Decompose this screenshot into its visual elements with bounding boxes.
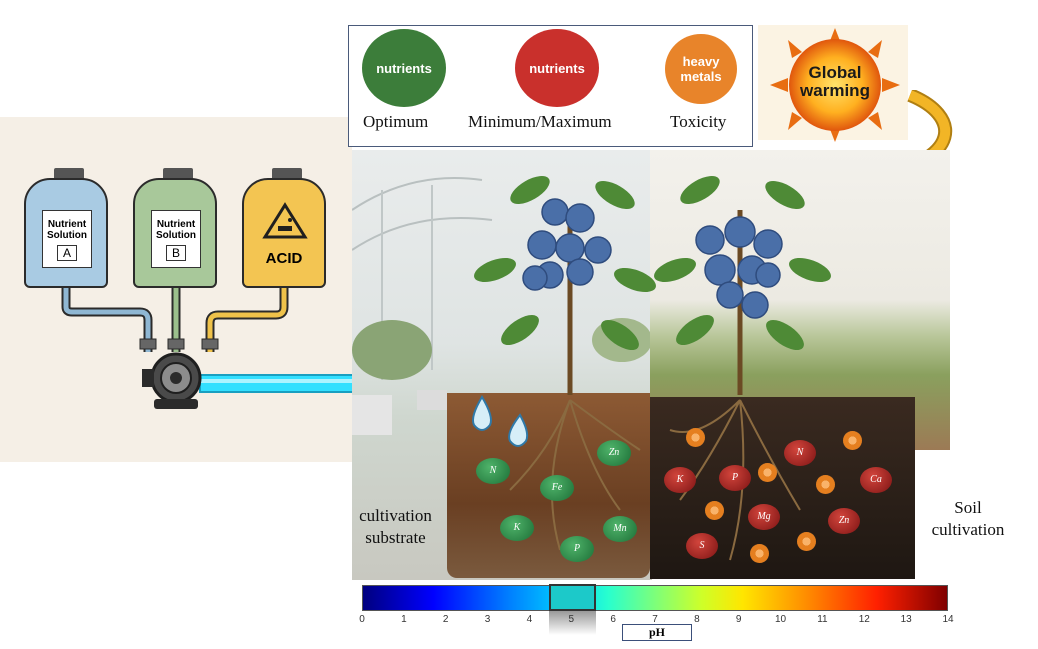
ph-tick-label: 9 bbox=[735, 614, 742, 625]
ph-highlight-shadow bbox=[549, 611, 596, 635]
ph-highlight bbox=[549, 584, 596, 611]
heavy-metal-particle bbox=[843, 431, 862, 450]
ph-tick-label: 11 bbox=[817, 614, 828, 625]
substrate-nutrient: Mn bbox=[603, 516, 637, 542]
ph-tick-label: 1 bbox=[401, 614, 407, 625]
ph-color-bar bbox=[362, 585, 948, 611]
heavy-metal-particle bbox=[705, 501, 724, 520]
tank-nutrient-b: Nutrient Solution B bbox=[131, 168, 226, 293]
soil-label: Soil cultivation bbox=[931, 498, 1005, 539]
water-drop-icon bbox=[472, 395, 529, 447]
tank-a-letter: A bbox=[57, 245, 77, 261]
soil-nutrient: K bbox=[664, 467, 696, 493]
optimum-caption: Optimum bbox=[363, 112, 429, 131]
ph-tick-label: 12 bbox=[858, 614, 870, 625]
legend-box: nutrients Optimum nutrients Minimum/Maxi… bbox=[348, 25, 753, 147]
soil-nutrient: S bbox=[686, 533, 718, 559]
heavy-metal-particle bbox=[758, 463, 777, 482]
heavy-metal-particle bbox=[686, 428, 705, 447]
ph-axis-label: pH bbox=[622, 624, 692, 641]
tank-b-label: Nutrient Solution bbox=[156, 219, 196, 241]
ph-tick-label: 8 bbox=[694, 614, 700, 625]
substrate-nutrient: P bbox=[560, 536, 594, 562]
ph-tick-label: 10 bbox=[775, 614, 787, 625]
blueberry-plants bbox=[474, 175, 831, 561]
ph-tick-label: 13 bbox=[900, 614, 912, 625]
tank-acid: ACID bbox=[240, 168, 335, 293]
soil-nutrient: Zn bbox=[828, 508, 860, 534]
substrate-nutrient: Zn bbox=[597, 440, 631, 466]
substrate-nutrient: K bbox=[500, 515, 534, 541]
pump-icon bbox=[142, 352, 202, 409]
substrate-nutrient: Fe bbox=[540, 475, 574, 501]
soil-nutrient: P bbox=[719, 465, 751, 491]
ph-tick-label: 2 bbox=[442, 614, 449, 625]
minmax-caption: Minimum/Maximum bbox=[468, 112, 612, 131]
ph-tick-label: 0 bbox=[359, 614, 365, 625]
tank-a-label: Nutrient Solution bbox=[47, 219, 87, 241]
ph-tick-label: 4 bbox=[526, 614, 533, 625]
optimum-circle: nutrients bbox=[362, 29, 446, 107]
tank-nutrient-a: Nutrient Solution A bbox=[22, 168, 117, 293]
ph-tick-label: 7 bbox=[652, 614, 658, 625]
sun-text: Global warming bbox=[800, 63, 870, 100]
substrate-label: cultivation substrate bbox=[359, 506, 432, 547]
minmax-circle: nutrients bbox=[515, 29, 599, 107]
ph-tick-label: 5 bbox=[568, 614, 575, 625]
soil-nutrient: N bbox=[784, 440, 816, 466]
toxicity-caption: Toxicity bbox=[670, 112, 727, 131]
acid-label: ACID bbox=[265, 250, 303, 267]
tank-b-letter: B bbox=[166, 245, 186, 261]
heavy-metal-particle bbox=[797, 532, 816, 551]
soil-nutrient: Ca bbox=[860, 467, 892, 493]
soil-nutrient: Mg bbox=[748, 504, 780, 530]
ph-tick-label: 6 bbox=[610, 614, 616, 625]
heavy-metal-particle bbox=[816, 475, 835, 494]
sun-icon bbox=[770, 28, 900, 142]
toxicity-circle: heavy metals bbox=[665, 34, 737, 104]
ph-tick-label: 3 bbox=[484, 614, 491, 625]
substrate-nutrient: N bbox=[476, 458, 510, 484]
heavy-metal-particle bbox=[750, 544, 769, 563]
acid-hazard-icon bbox=[262, 202, 308, 239]
ph-tick-label: 14 bbox=[942, 614, 954, 625]
